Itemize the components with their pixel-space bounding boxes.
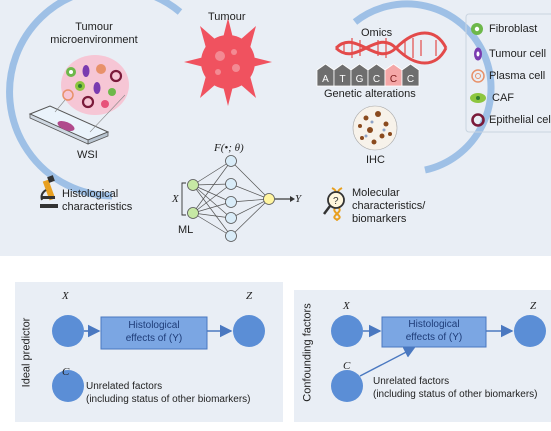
legend-epithelial-cell: Epithelial cell <box>489 114 551 126</box>
left-ring <box>6 0 183 200</box>
ml-label: ML <box>178 224 194 236</box>
node-x <box>331 315 363 347</box>
node-x <box>52 315 84 347</box>
formula-label: F(•; θ) <box>214 142 244 154</box>
ihc-label: IHC <box>366 154 385 166</box>
bl-z-label: Z <box>246 290 253 302</box>
wsi-slide <box>28 105 110 145</box>
br-unrelated: Unrelated factors(including status of ot… <box>373 376 538 400</box>
omics-label: Omics <box>361 27 393 39</box>
ihc-image <box>352 105 398 151</box>
bl-x-label: X <box>62 290 69 302</box>
node-z <box>233 315 265 347</box>
nn-input-node <box>187 179 199 191</box>
br-side-label: Confounding factors <box>301 303 314 402</box>
tumour-cell-icon <box>474 47 482 61</box>
microscope-icon <box>40 175 58 208</box>
nn-y-label: Y <box>295 193 302 205</box>
dna-helix <box>334 31 448 65</box>
right-ring <box>352 0 495 174</box>
tumour-illustration <box>184 18 272 106</box>
nn-input-bracket <box>181 182 186 216</box>
br-z-label: Z <box>530 300 537 312</box>
base-tile <box>401 63 420 87</box>
node-z <box>514 315 546 347</box>
bl-c-label: C <box>62 366 70 378</box>
nn-hidden-node <box>225 155 237 167</box>
bl-unrelated: Unrelated factors(including status of ot… <box>86 381 251 405</box>
wsi-label: WSI <box>77 149 98 161</box>
plasma-cell-icon <box>471 69 485 83</box>
tumour-label: Tumour <box>208 11 246 23</box>
svg-text:?: ? <box>333 196 339 207</box>
bottom-right-panel <box>294 290 551 422</box>
fibroblast-icon <box>471 23 483 35</box>
nn-hidden-node <box>225 230 237 242</box>
caf-icon <box>470 93 486 103</box>
nn-input-node <box>187 207 199 219</box>
legend-icons <box>470 23 486 127</box>
br-c-label: C <box>343 360 351 372</box>
genetic-alterations-label: Genetic alterations <box>324 88 416 100</box>
legend-caf: CAF <box>492 92 514 104</box>
molecular-icon: ? <box>323 187 345 221</box>
legend-box <box>465 13 551 133</box>
bottom-right-graphics <box>331 315 546 402</box>
node-c <box>331 370 363 402</box>
base-letter: C <box>407 74 414 85</box>
effects-box <box>100 316 208 350</box>
bottom-left-graphics <box>52 315 265 402</box>
nn-x-label: X <box>172 193 179 205</box>
nn-output-node <box>263 193 275 205</box>
base-letter: T <box>339 74 345 85</box>
base-letter: G <box>356 74 364 85</box>
nn-hidden-node <box>225 178 237 190</box>
bl-side-label: Ideal predictor <box>20 317 33 388</box>
node-c <box>52 370 84 402</box>
legend-tumour-cell: Tumour cell <box>489 48 547 60</box>
neural-network <box>192 160 270 237</box>
effects-box <box>381 316 487 348</box>
nn-arrow-head <box>290 196 295 202</box>
base-letter: C <box>390 74 397 85</box>
nn-hidden-node <box>225 212 237 224</box>
epithelial-cell-icon <box>471 113 485 127</box>
legend-fibroblast: Fibroblast <box>489 23 538 35</box>
base-letter: C <box>373 74 380 85</box>
legend-plasma-cell: Plasma cell <box>489 70 546 82</box>
tme-cells <box>62 64 123 109</box>
br-x-label: X <box>343 300 350 312</box>
base-letter: A <box>322 74 329 85</box>
nn-hidden-node <box>225 196 237 208</box>
